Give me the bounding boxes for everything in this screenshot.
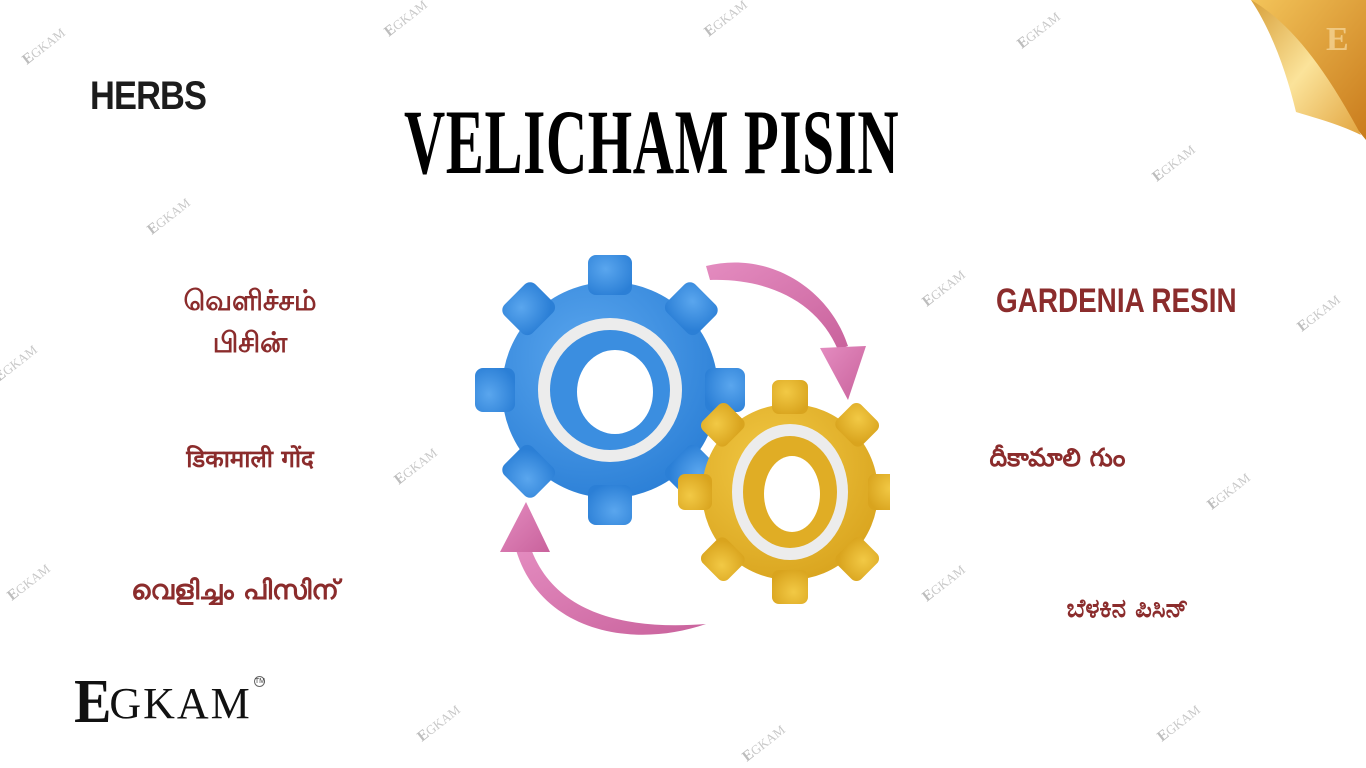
watermark-e-icon: E [19,49,38,69]
watermark-e-icon: E [919,586,938,606]
watermark-text: GKAM [709,0,750,34]
name-tamil-line2: பிசின் [212,326,288,359]
watermark: EGKAM [382,0,432,41]
watermark: EGKAM [1205,470,1255,514]
watermark-text: GKAM [0,341,40,379]
name-malayalam: വെളിച്ചം പിസിന് [131,575,339,606]
watermark-e-icon: E [144,219,163,239]
page-curl-corner-icon: E [1251,0,1366,140]
gears-with-cycle-arrows-icon [475,255,890,635]
yellow-gear-icon [678,380,890,604]
watermark-text: GKAM [1212,469,1253,507]
watermark-e-icon: E [1294,316,1313,336]
watermark: EGKAM [0,342,41,386]
name-english: GARDENIA RESIN [996,282,1237,320]
watermark: EGKAM [5,561,55,605]
watermark: EGKAM [1295,292,1345,336]
watermark-text: GKAM [1302,291,1343,329]
watermark-e-icon: E [0,366,10,386]
category-label: HERBS [90,74,207,118]
logo-e-mark-icon: E [74,668,112,736]
watermark: EGKAM [740,722,790,766]
page-title: VELICHAM PISIN [404,91,900,193]
name-telugu: దీకామాలి గుం [989,443,1126,472]
watermark-text: GKAM [927,266,968,304]
watermark-e-icon: E [381,21,400,41]
watermark: EGKAM [1150,142,1200,186]
watermark: EGKAM [1015,9,1065,53]
watermark-text: GKAM [399,444,440,482]
watermark-text: GKAM [12,560,53,598]
watermark-e-icon: E [391,469,410,489]
egkam-logo: E GKAM TM [72,668,265,736]
watermark: EGKAM [920,267,970,311]
name-kannada: ಬೆಳಕಿನ ಪಿಸಿನ್ [1066,594,1189,624]
logo-wordmark: GKAM [109,679,252,728]
watermark-e-icon: E [701,21,720,41]
name-tamil: வெளிச்சம் பிசின் [150,280,350,364]
watermark-text: GKAM [927,561,968,599]
watermark: EGKAM [145,195,195,239]
watermark: EGKAM [920,562,970,606]
watermark: EGKAM [1155,702,1205,746]
name-hindi: डिकामाली गोंद [186,445,314,473]
name-tamil-line1: வெளிச்சம் [183,284,317,317]
watermark-e-icon: E [919,291,938,311]
watermark-e-icon: E [414,726,433,746]
watermark: EGKAM [20,25,70,69]
watermark-e-icon: E [1149,166,1168,186]
watermark-text: GKAM [1022,8,1063,46]
watermark-text: GKAM [1162,701,1203,739]
watermark-e-icon: E [1154,726,1173,746]
watermark-e-icon: E [4,585,23,605]
watermark-e-icon: E [739,746,758,766]
watermark-text: GKAM [422,701,463,739]
watermark: EGKAM [415,702,465,746]
trademark-icon: TM [253,676,265,687]
watermark: EGKAM [392,445,442,489]
watermark-e-icon: E [1014,33,1033,53]
watermark-text: GKAM [152,194,193,232]
watermark: EGKAM [702,0,752,41]
blue-gear-icon [475,255,745,525]
watermark-text: GKAM [27,24,68,62]
svg-text:E: E [1326,21,1349,58]
watermark-e-icon: E [1204,494,1223,514]
watermark-text: GKAM [389,0,430,34]
watermark-text: GKAM [747,721,788,759]
watermark-text: GKAM [1157,141,1198,179]
